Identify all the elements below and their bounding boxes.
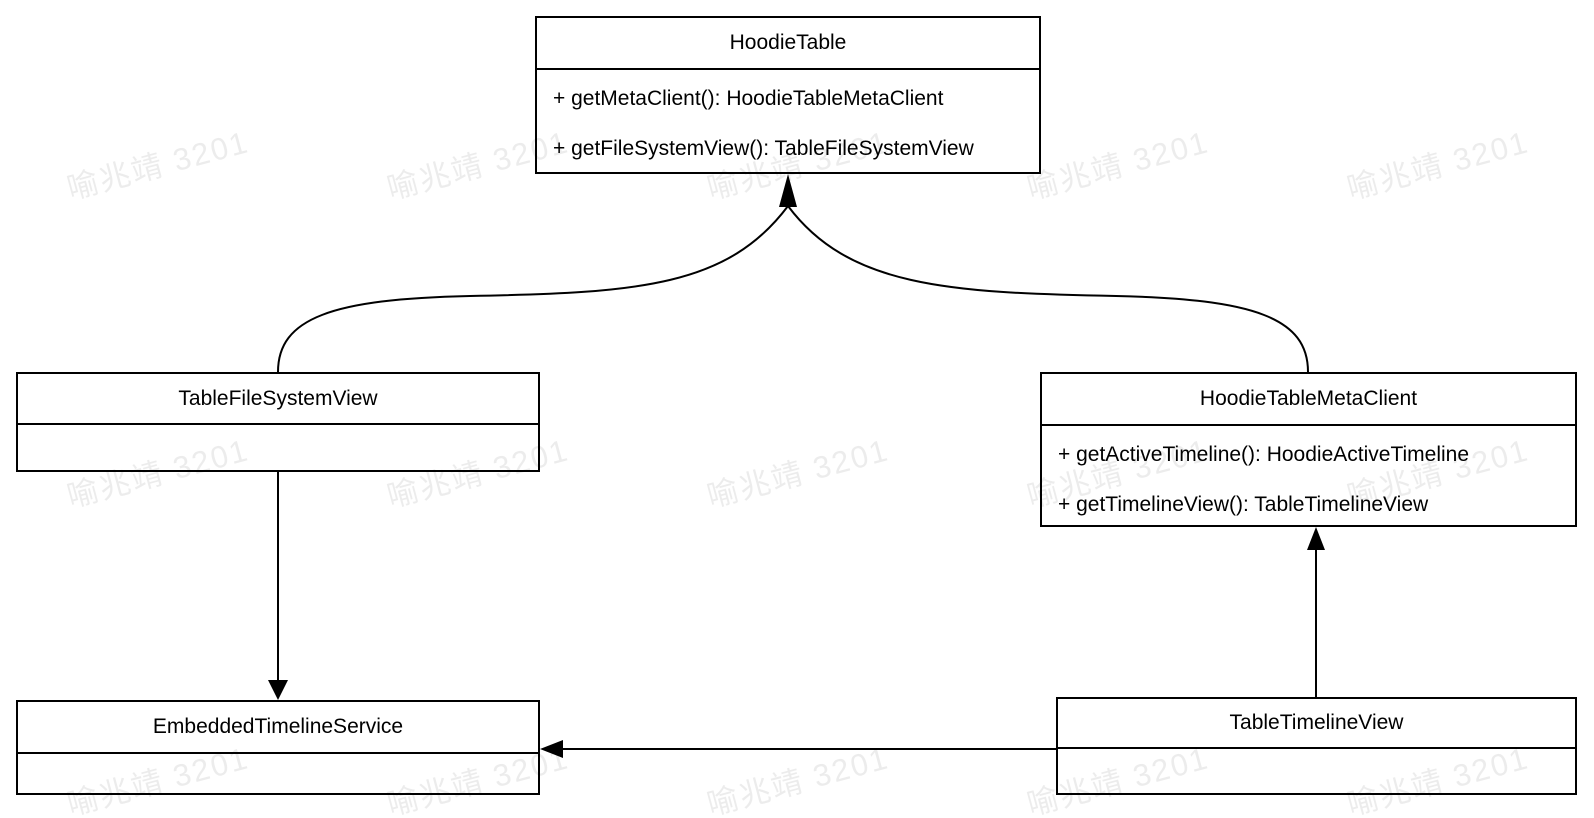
class-box-hoodietable: HoodieTable + getMetaClient(): HoodieTab… <box>535 16 1041 174</box>
class-box-tablefilesystemview: TableFileSystemView <box>16 372 540 472</box>
class-box-embeddedtimelineservice: EmbeddedTimelineService <box>16 700 540 795</box>
arrowhead-up-hoodietablemetaclient <box>1307 527 1325 550</box>
arrowhead-down-embeddedtimelineservice <box>268 680 288 700</box>
edge-tablefilesystemview-to-hoodietable <box>277 205 789 373</box>
class-body: + getMetaClient(): HoodieTableMetaClient… <box>537 70 1039 174</box>
class-body <box>18 754 538 758</box>
class-title: TableFileSystemView <box>18 374 538 425</box>
class-method: + getActiveTimeline(): HoodieActiveTimel… <box>1058 443 1470 466</box>
class-method: + getFileSystemView(): TableFileSystemVi… <box>553 137 974 160</box>
arrowhead-up-hoodietable <box>779 174 797 207</box>
watermark-text: 喻兆靖 3201 <box>703 432 893 515</box>
class-method: + getMetaClient(): HoodieTableMetaClient <box>553 87 944 110</box>
watermark-text: 喻兆靖 3201 <box>1023 124 1213 207</box>
class-title: HoodieTable <box>537 18 1039 70</box>
class-body <box>1058 749 1575 753</box>
edge-hoodietablemetaclient-to-hoodietable <box>787 205 1309 373</box>
class-title: EmbeddedTimelineService <box>18 702 538 754</box>
class-body: + getActiveTimeline(): HoodieActiveTimel… <box>1042 426 1575 530</box>
class-method: + getTimelineView(): TableTimelineView <box>1058 493 1429 516</box>
class-body <box>18 425 538 429</box>
class-title: TableTimelineView <box>1058 699 1575 749</box>
arrowhead-left-embeddedtimelineservice <box>540 740 563 758</box>
watermark-text: 喻兆靖 3201 <box>703 740 893 818</box>
watermark-text: 喻兆靖 3201 <box>1343 124 1533 207</box>
class-box-hoodietablemetaclient: HoodieTableMetaClient + getActiveTimelin… <box>1040 372 1577 527</box>
watermark-text: 喻兆靖 3201 <box>63 124 253 207</box>
class-box-tabletimelineview: TableTimelineView <box>1056 697 1577 795</box>
class-title: HoodieTableMetaClient <box>1042 374 1575 426</box>
